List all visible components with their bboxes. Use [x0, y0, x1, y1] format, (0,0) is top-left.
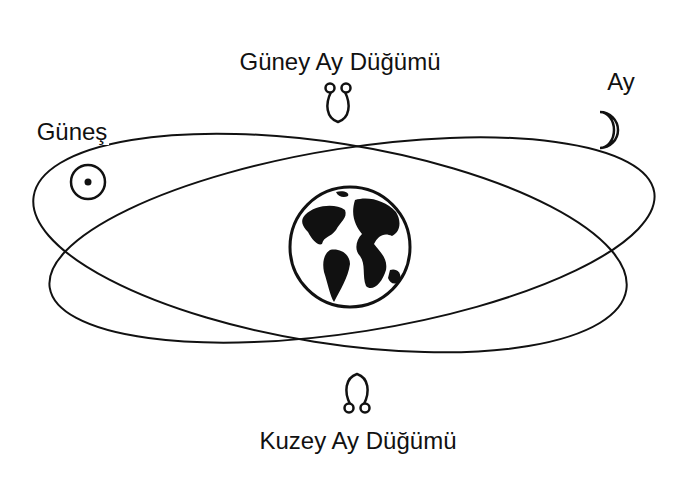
text-label: Güney Ay Düğümü — [237, 49, 442, 75]
moon-orbit — [35, 101, 668, 378]
text-label: Güneş — [35, 119, 110, 145]
moon-symbol — [600, 112, 618, 148]
text-label: Ay — [605, 69, 637, 95]
north-node-symbol — [345, 374, 370, 413]
earth-globe — [290, 187, 410, 307]
south-node-symbol — [326, 84, 351, 123]
sun-symbol — [71, 165, 105, 199]
text-label: Kuzey Ay Düğümü — [257, 428, 458, 454]
